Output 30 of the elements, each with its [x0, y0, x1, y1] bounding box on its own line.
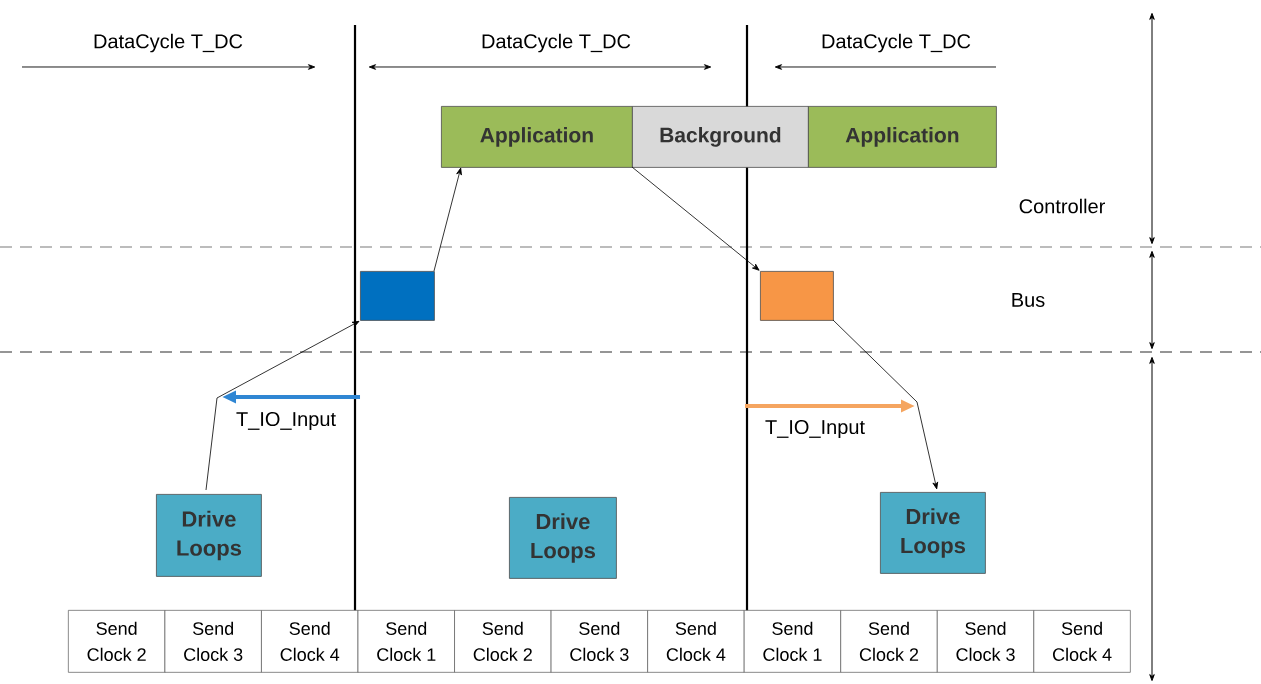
timing-label: T_IO_Input	[235, 410, 338, 432]
bus-frame-box	[360, 271, 435, 321]
process-box: Drive Loops	[156, 494, 262, 577]
bus-frame-box	[760, 271, 834, 321]
table-cell: Send Clock 3	[550, 610, 648, 673]
cycle-label: DataCycle T_DC	[480, 32, 633, 54]
task-bar: Application	[808, 106, 997, 168]
task-bar: Application	[441, 106, 633, 168]
table-cell: Send Clock 2	[840, 610, 938, 673]
table-cell: Send Clock 3	[936, 610, 1035, 673]
table-cell: Send Clock 4	[261, 610, 359, 673]
process-box: Drive Loops	[880, 492, 986, 574]
table-cell: Send Clock 1	[357, 610, 455, 673]
process-box: Drive Loops	[509, 497, 617, 579]
layer-label: Bus	[1009, 292, 1047, 308]
table-cell: Send Clock 4	[647, 610, 745, 673]
arrow	[205, 320, 360, 491]
table-cell: Send Clock 3	[164, 610, 262, 673]
timing-label: T_IO_Input	[764, 418, 867, 440]
table-cell: Send Clock 2	[454, 610, 552, 673]
cycle-label: DataCycle T_DC	[820, 32, 973, 54]
table-cell: Send Clock 4	[1033, 610, 1131, 673]
layer-label: Controller	[1017, 197, 1107, 215]
cycle-label: DataCycle T_DC	[92, 32, 245, 54]
task-bar: Background	[632, 106, 809, 168]
arrow	[433, 167, 462, 272]
table-cell: Send Clock 2	[68, 610, 166, 673]
table-cell: Send Clock 1	[743, 610, 842, 673]
arrow	[832, 319, 939, 490]
arrow	[631, 166, 760, 271]
